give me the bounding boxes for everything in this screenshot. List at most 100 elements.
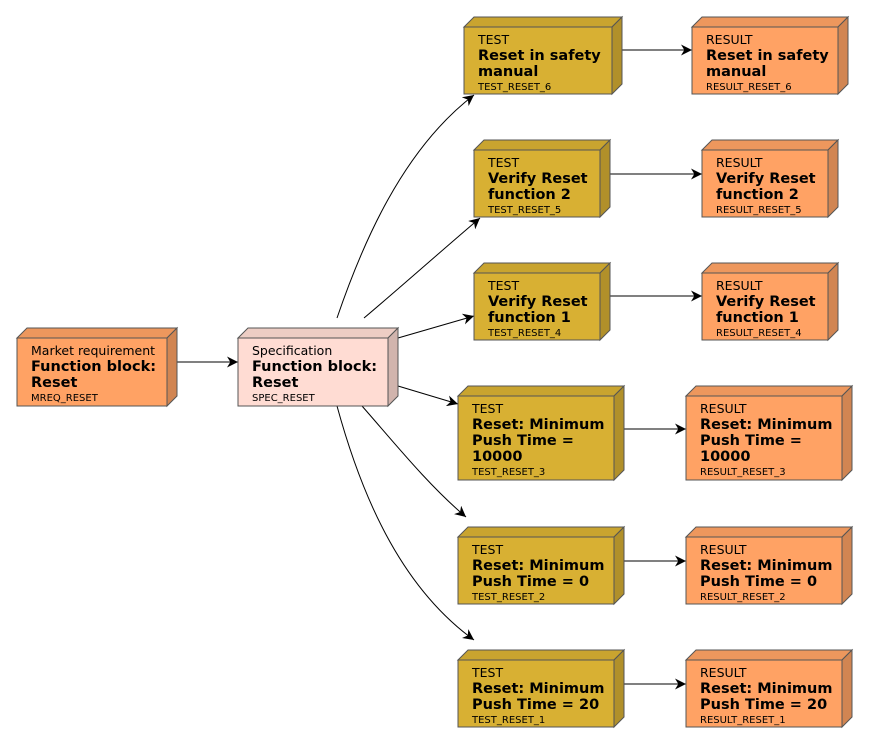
- node-title-line: Push Time = 20: [472, 697, 599, 713]
- node-title-line: Reset: Minimum: [472, 417, 604, 433]
- node-front-face: [691, 26, 839, 95]
- node-title-line: Reset: [31, 375, 77, 391]
- node-front-face: [701, 149, 829, 218]
- node-kind: TEST: [487, 278, 519, 293]
- node-kind: RESULT: [700, 542, 747, 557]
- node-front-face: [237, 337, 389, 407]
- node-side-face: [841, 525, 853, 606]
- edge-spec-reset-to-test-reset-2: [361, 405, 467, 518]
- node-title-line: Reset in safety: [478, 48, 601, 64]
- node-title-line: Reset: [252, 375, 298, 391]
- node-title-line: Verify Reset: [488, 294, 588, 310]
- node-top-face: [15, 327, 179, 339]
- node-id: TEST_RESET_4: [487, 328, 561, 339]
- node-id: RESULT_RESET_2: [700, 592, 786, 603]
- node-title-line: Verify Reset: [488, 171, 588, 187]
- node-top-face: [456, 385, 626, 397]
- node-side-face: [841, 648, 853, 729]
- node-side-face: [613, 648, 625, 729]
- node-title-line: Function block:: [31, 359, 156, 375]
- node-top-face: [690, 16, 850, 28]
- node-front-face: [701, 272, 829, 341]
- node-kind: RESULT: [706, 32, 753, 47]
- node-id: TEST_RESET_3: [471, 467, 545, 478]
- edge-spec-reset-to-test-reset-6: [336, 94, 475, 319]
- node-side-face: [841, 384, 853, 482]
- edge-spec-reset-to-test-reset-4: [397, 313, 475, 339]
- node-id: SPEC_RESET: [252, 393, 316, 404]
- node-kind: RESULT: [700, 401, 747, 416]
- node-id: RESULT_RESET_3: [700, 467, 786, 478]
- node-title-line: manual: [706, 64, 766, 80]
- node-title-line: Push Time = 0: [700, 574, 817, 590]
- node-id: RESULT_RESET_6: [706, 82, 792, 93]
- node-title-line: Reset: Minimum: [472, 681, 604, 697]
- node-title-line: function 2: [716, 187, 799, 203]
- node-top-face: [456, 649, 626, 661]
- node-side-face: [611, 15, 623, 96]
- node-title-line: Reset: Minimum: [700, 417, 832, 433]
- node-kind: RESULT: [716, 155, 763, 170]
- node-id: TEST_RESET_1: [471, 715, 545, 726]
- node-title-line: Push Time =: [700, 433, 802, 449]
- node-side-face: [166, 326, 178, 408]
- node-top-face: [700, 139, 840, 151]
- node-title-line: Reset in safety: [706, 48, 829, 64]
- node-top-face: [472, 139, 612, 151]
- node-title-line: Push Time = 20: [700, 697, 827, 713]
- node-title-line: Push Time =: [472, 433, 574, 449]
- node-title-line: manual: [478, 64, 538, 80]
- edges-layer: [177, 44, 702, 690]
- node-side-face: [387, 326, 399, 408]
- node-kind: TEST: [477, 32, 509, 47]
- node-top-face: [684, 385, 854, 397]
- node-front-face: [457, 536, 615, 605]
- node-top-face: [700, 262, 840, 274]
- node-side-face: [827, 138, 839, 219]
- node-title-line: function 1: [488, 310, 571, 326]
- node-top-face: [472, 262, 612, 274]
- node-front-face: [685, 536, 843, 605]
- node-top-face: [684, 649, 854, 661]
- node-kind: TEST: [471, 665, 503, 680]
- node-side-face: [613, 384, 625, 482]
- node-side-face: [837, 15, 849, 96]
- node-kind: TEST: [487, 155, 519, 170]
- node-id: RESULT_RESET_4: [716, 328, 802, 339]
- node-side-face: [599, 138, 611, 219]
- node-title-line: function 1: [716, 310, 799, 326]
- node-id: RESULT_RESET_1: [700, 715, 786, 726]
- node-front-face: [685, 659, 843, 728]
- node-id: TEST_RESET_2: [471, 592, 545, 603]
- node-top-face: [684, 526, 854, 538]
- node-front-face: [463, 26, 613, 95]
- node-front-face: [473, 272, 601, 341]
- node-title-line: Function block:: [252, 359, 377, 375]
- node-title-line: Reset: Minimum: [472, 558, 604, 574]
- edge-spec-reset-to-test-reset-3: [397, 385, 459, 407]
- node-front-face: [685, 395, 843, 481]
- node-side-face: [613, 525, 625, 606]
